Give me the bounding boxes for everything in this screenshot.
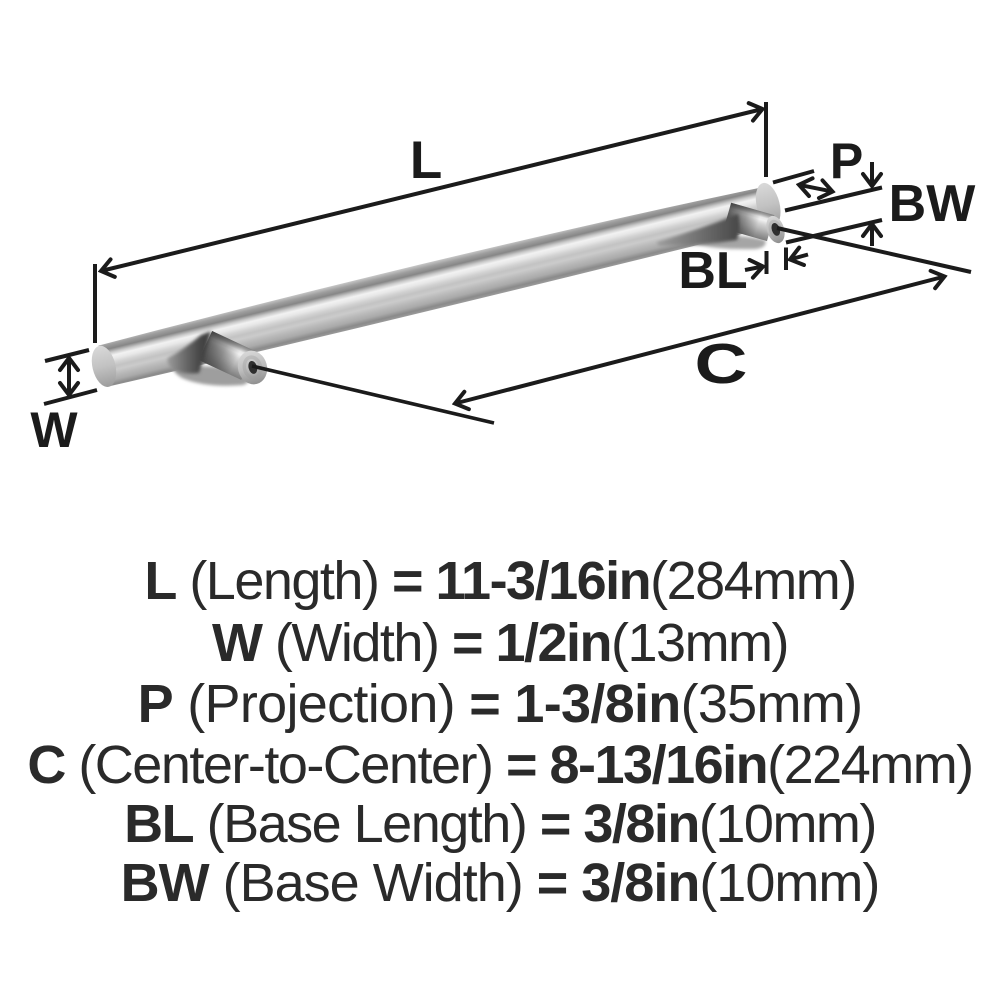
- svg-text:W: W: [30, 402, 78, 458]
- svg-text:BW: BW: [889, 175, 977, 233]
- svg-text:L: L: [410, 131, 442, 190]
- svg-text:BL: BL: [678, 242, 747, 300]
- svg-text:C: C: [695, 332, 748, 396]
- svg-text:P: P: [830, 133, 863, 189]
